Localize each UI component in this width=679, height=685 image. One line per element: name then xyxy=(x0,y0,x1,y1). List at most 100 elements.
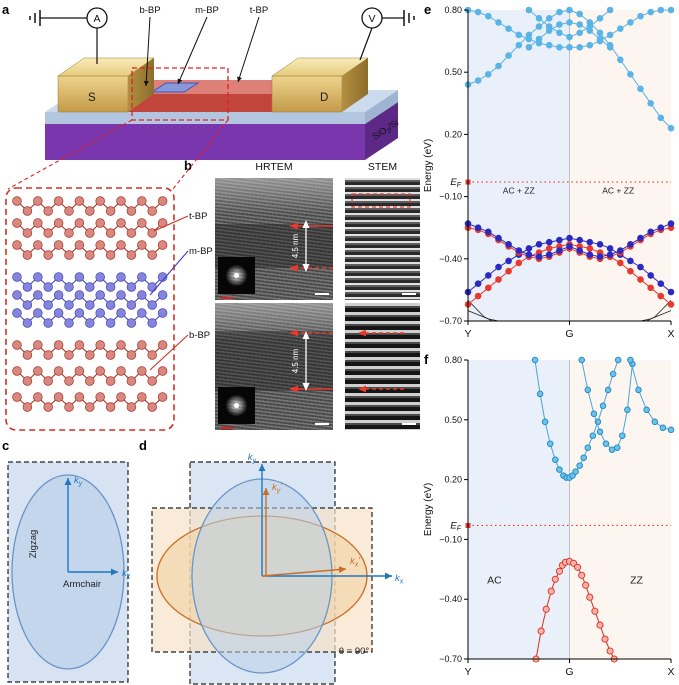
band-point xyxy=(576,10,583,18)
band-point xyxy=(657,280,665,288)
band-point xyxy=(505,267,512,275)
band-point xyxy=(637,276,644,283)
band-point xyxy=(556,44,563,51)
band-point xyxy=(515,31,523,39)
hrtem-image-bottom xyxy=(215,303,333,430)
band-point xyxy=(505,257,512,265)
kx-label: kx xyxy=(122,568,131,581)
band-point xyxy=(552,456,559,463)
atom xyxy=(105,402,116,412)
atom xyxy=(22,300,33,310)
atom xyxy=(157,218,168,228)
ammeter-icon xyxy=(86,7,108,29)
band-point xyxy=(591,607,599,615)
fermi-label: EF xyxy=(450,520,461,532)
atom xyxy=(33,272,43,282)
fft-inset xyxy=(218,387,255,424)
band-point xyxy=(572,468,579,475)
atom xyxy=(43,350,53,360)
atom xyxy=(137,308,147,318)
atom xyxy=(157,290,168,300)
band-point xyxy=(637,85,644,93)
atom xyxy=(74,218,85,228)
atom xyxy=(53,240,64,250)
atom xyxy=(12,240,22,250)
band-point xyxy=(485,71,492,78)
scale-bar-white xyxy=(402,292,416,295)
band-point xyxy=(643,406,650,414)
atom xyxy=(95,218,105,228)
atom xyxy=(22,318,33,328)
band-point xyxy=(586,251,594,258)
band-point xyxy=(566,6,573,14)
band-point xyxy=(474,292,482,300)
band-point xyxy=(505,25,512,32)
band-point xyxy=(515,247,523,254)
band-point xyxy=(474,8,482,16)
band-point xyxy=(556,247,563,254)
band-point xyxy=(556,21,563,28)
region-shading xyxy=(569,360,671,659)
band-point xyxy=(531,356,539,364)
band-point xyxy=(667,124,675,132)
atom xyxy=(12,392,22,402)
band-point xyxy=(586,593,594,601)
band-point xyxy=(495,62,502,70)
atom xyxy=(43,402,53,412)
source-electrode-front xyxy=(57,75,129,113)
atom xyxy=(137,392,147,402)
band-point xyxy=(657,224,665,231)
band-point xyxy=(627,257,634,265)
band-point xyxy=(606,44,614,51)
source-electrode-side xyxy=(128,58,154,112)
atom xyxy=(33,196,43,206)
band-point xyxy=(637,12,644,20)
band-point xyxy=(525,245,533,252)
band-point xyxy=(627,71,634,78)
band-point xyxy=(556,8,563,16)
m-bp-strip xyxy=(150,82,200,93)
atom xyxy=(43,228,53,238)
atom xyxy=(126,282,137,292)
atom xyxy=(33,240,43,250)
band-point xyxy=(566,243,573,250)
atom xyxy=(64,228,74,238)
band-point xyxy=(617,247,624,254)
band-point xyxy=(495,234,502,242)
atom xyxy=(157,272,168,282)
atom xyxy=(157,196,168,206)
atom xyxy=(33,366,43,376)
atom xyxy=(137,240,147,250)
inset-label-t-bp: t-BP xyxy=(189,211,208,222)
band-point xyxy=(667,6,675,14)
atom xyxy=(157,366,168,376)
band-point xyxy=(545,27,553,34)
armchair-label: Armchair xyxy=(63,579,101,590)
panel-e-label: e xyxy=(424,2,432,17)
band-point xyxy=(657,292,665,300)
panel-d-label: d xyxy=(139,438,147,453)
atom xyxy=(74,392,85,402)
atom xyxy=(64,300,74,310)
atom xyxy=(85,250,95,260)
band-point xyxy=(566,234,573,242)
region-annotation: AC + ZZ xyxy=(503,185,535,195)
atom xyxy=(53,340,64,350)
fermi-label: EF xyxy=(450,177,461,189)
band-point xyxy=(485,272,492,279)
band-point xyxy=(574,563,582,571)
region-annotation: AC xyxy=(487,574,502,586)
atom xyxy=(12,196,22,206)
scale-bar-white xyxy=(402,422,416,425)
brillouin-zone-single: ky kx Zigzag Armchair xyxy=(7,461,131,683)
band-point xyxy=(555,567,563,575)
drain-electrode-side xyxy=(342,58,368,112)
band-point xyxy=(586,238,594,246)
source-label: S xyxy=(88,92,96,104)
band-point xyxy=(657,6,665,14)
band-point xyxy=(601,635,609,643)
band-point xyxy=(647,284,654,292)
atom xyxy=(22,250,33,260)
atom xyxy=(64,250,74,260)
